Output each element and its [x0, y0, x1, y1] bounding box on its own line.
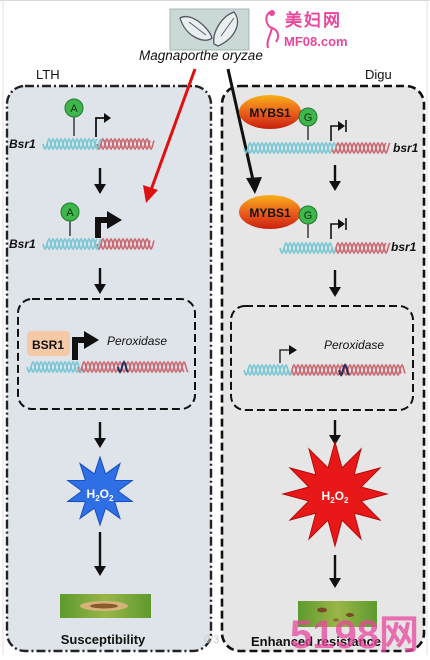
left-allele-label: A [70, 103, 78, 115]
promoter-strand [26, 360, 79, 374]
myb-tf-blob-2 [239, 195, 301, 229]
right-gene-label: bsr1 [393, 141, 419, 155]
right-weak-promoter-arrow [279, 349, 291, 363]
left-panel-title: LTH [36, 67, 60, 82]
left-promoter-arrow [95, 117, 106, 137]
bsr1-protein-box [27, 331, 70, 356]
gene-strand [287, 363, 402, 377]
right-target-label: Peroxidase [324, 338, 384, 352]
promoter-strand [243, 363, 289, 377]
ros-burst-blue [66, 455, 134, 527]
left-strong-promoter-arrow [95, 217, 109, 238]
leaf-susceptible [60, 594, 151, 618]
left-outcome-label: Susceptibility [61, 632, 146, 647]
promoter-strand [247, 141, 337, 155]
promoter-strand [46, 237, 102, 251]
watermark-logo [265, 10, 280, 49]
promoter-strand [46, 137, 102, 151]
binding-site-mark [117, 360, 129, 374]
gene-strand [81, 360, 189, 374]
watermark-footer-brand: 5198网 [290, 613, 419, 655]
watermark-site-url: MF08.com [284, 34, 348, 49]
bsr1-protein-label: BSR1 [32, 338, 64, 352]
leaf-resistant [298, 601, 377, 627]
left-gene-label-2: Bsr1 [9, 237, 36, 251]
left-allele-circle [64, 98, 84, 118]
spore-image [169, 8, 250, 51]
promoter-strand [279, 241, 333, 255]
black-arrowhead [246, 177, 262, 194]
promoter-strand [283, 241, 337, 255]
dna-strands [26, 137, 406, 377]
gene-strand [335, 141, 391, 155]
promoter-strand [247, 363, 293, 377]
watermark-page-marker: 0/3 [204, 634, 219, 646]
flow-arrows [94, 165, 341, 588]
binding-site-mark [338, 363, 350, 377]
right-allele-circle [298, 107, 318, 127]
left-gene-label: Bsr1 [9, 137, 36, 151]
right-allele-label: G [304, 112, 313, 124]
right-outcome-label: Enhanced resistance [251, 634, 381, 649]
promoter-strand [42, 137, 98, 151]
gene-strand [100, 237, 155, 251]
red-infection-arrow [149, 68, 197, 191]
right-peroxidase-box [230, 305, 414, 411]
gene-strand [100, 137, 155, 151]
right-panel-title: Digu [365, 67, 392, 82]
promoter-strand [30, 360, 83, 374]
myb-tf-label-2: MYBS1 [249, 206, 291, 220]
pathogen-label: Magnaporthe oryzae [139, 48, 263, 63]
right-allele-circle-2 [298, 205, 318, 225]
promoter-strand [42, 237, 98, 251]
right-gene-label-2: bsr1 [391, 240, 417, 254]
left-allele-label-active: A [66, 207, 74, 219]
black-infection-arrow [226, 68, 255, 181]
right-allele-label-2: G [304, 210, 313, 222]
myb-tf-blob [239, 95, 301, 129]
gene-strand [335, 241, 391, 255]
gene-strand [331, 141, 387, 155]
myb-tf-label: MYBS1 [249, 106, 291, 120]
left-peroxidase-promoter-arrow [72, 337, 86, 360]
watermark-site-name: 美妇网 [285, 10, 342, 30]
left-peroxidase-box [17, 298, 196, 410]
red-arrowhead [143, 185, 158, 203]
ros-label-left: H2O2 [87, 487, 114, 503]
ros-label-right: H2O2 [322, 489, 349, 505]
left-target-label: Peroxidase [107, 334, 167, 348]
gene-strand [331, 241, 387, 255]
left-allele-circle-active [60, 202, 80, 222]
ros-burst-red [281, 440, 389, 548]
